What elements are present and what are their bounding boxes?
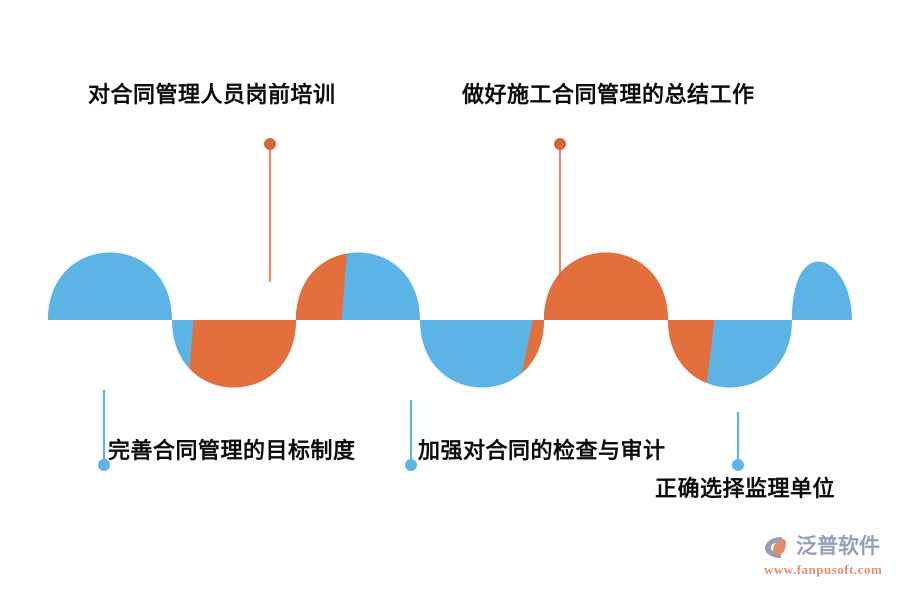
- ribbon-segment-orange-2: [508, 252, 730, 388]
- watermark-brand-text: 泛普软件: [796, 535, 880, 558]
- label-bottom-3: 正确选择监理单位: [655, 476, 836, 501]
- label-top-1: 对合同管理人员岗前培训: [88, 82, 336, 107]
- watermark-url-text: www.fanpusoft.com: [764, 562, 883, 577]
- connector-top-2: [554, 138, 566, 282]
- connector-bottom-3: [732, 412, 744, 471]
- watermark: 泛普软件 www.fanpusoft.com: [762, 534, 892, 588]
- ribbon-base-blue: [48, 252, 852, 388]
- fanpu-c-leaf-logo-icon: [765, 537, 786, 558]
- label-bottom-2: 加强对合同的检查与审计: [418, 438, 666, 463]
- label-top-2: 做好施工合同管理的总结工作: [462, 82, 755, 107]
- connector-bottom-1: [98, 390, 110, 471]
- watermark-brand-row: 泛普软件: [762, 534, 880, 560]
- connector-bottom-2: [405, 400, 417, 471]
- connector-top-1: [264, 138, 276, 282]
- label-bottom-1: 完善合同管理的目标制度: [108, 438, 356, 463]
- ribbon-segment-orange-1: [183, 252, 352, 388]
